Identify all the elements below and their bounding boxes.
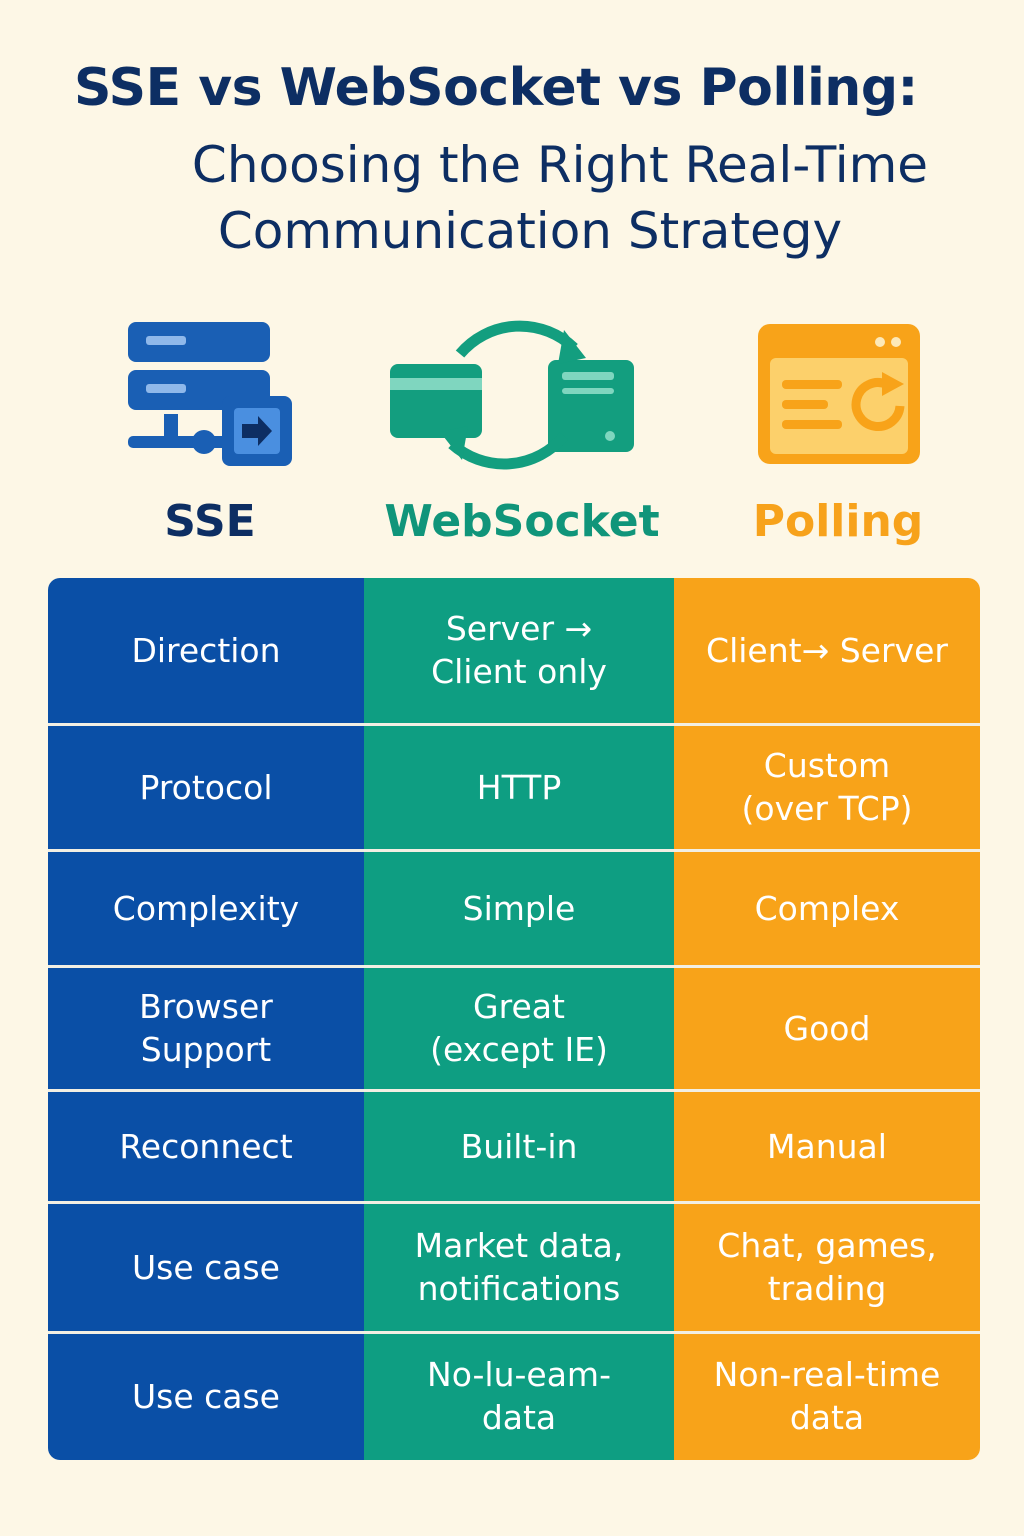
row-divider [48, 1201, 980, 1204]
polling-cell: Complex [754, 888, 900, 928]
websocket-cell: Server → Client only [431, 609, 607, 691]
row-divider [48, 723, 980, 726]
page-subtitle-line1: Choosing the Right Real-Time [191, 136, 929, 194]
column-label-websocket: WebSocket [384, 496, 660, 547]
row-divider [48, 965, 980, 968]
polling-cell: Good [783, 1008, 871, 1048]
row-divider [48, 1089, 980, 1092]
polling-cell: Chat, games, trading [717, 1226, 937, 1308]
websocket-cell: Great (except IE) [430, 987, 608, 1069]
bidirectional-sync-icon [390, 320, 634, 470]
table-row: Use case No-lu‑eam- data Non-real-time d… [48, 1334, 980, 1460]
column-label-sse: SSE [164, 496, 256, 547]
column-label-polling: Polling [752, 496, 924, 547]
row-label: Use case [131, 1247, 280, 1287]
browser-refresh-icon [758, 324, 920, 464]
websocket-cell: Market data, notifications [414, 1226, 624, 1308]
row-label: Use case [131, 1376, 280, 1416]
row-divider [48, 1331, 980, 1334]
websocket-cell: Simple [462, 888, 576, 928]
table-row: Reconnect Built-in Manual [48, 1092, 980, 1202]
table-row: Use case Market data, notifications Chat… [48, 1204, 980, 1332]
comparison-table: Direction Server → Client only Client→ S… [48, 578, 980, 1460]
title-block: SSE vs WebSocket vs Polling: Choosing th… [0, 0, 1024, 290]
row-label: Reconnect [119, 1126, 293, 1166]
table-row: Protocol HTTP Custom (over TCP) [48, 726, 980, 850]
row-divider [48, 849, 980, 852]
row-label: Browser Support [139, 987, 273, 1069]
polling-cell: Manual [767, 1126, 887, 1166]
server-push-icon [128, 322, 292, 466]
table-row: Browser Support Great (except IE) Good [48, 968, 980, 1090]
websocket-cell: No-lu‑eam- data [427, 1355, 611, 1437]
row-label: Direction [131, 630, 281, 670]
polling-cell: Non-real-time data [713, 1355, 941, 1437]
polling-cell: Custom (over TCP) [741, 746, 913, 828]
table-row: Direction Server → Client only Client→ S… [48, 578, 980, 724]
page-title: SSE vs WebSocket vs Polling: [74, 58, 918, 118]
table-row: Complexity Simple Complex [48, 852, 980, 966]
polling-cell: Client→ Server [706, 630, 948, 670]
page-subtitle-line2: Communication Strategy [217, 202, 843, 260]
websocket-cell: HTTP [476, 767, 562, 807]
row-label: Complexity [112, 888, 300, 928]
row-label: Protocol [139, 767, 273, 807]
websocket-cell: Built-in [460, 1126, 578, 1166]
